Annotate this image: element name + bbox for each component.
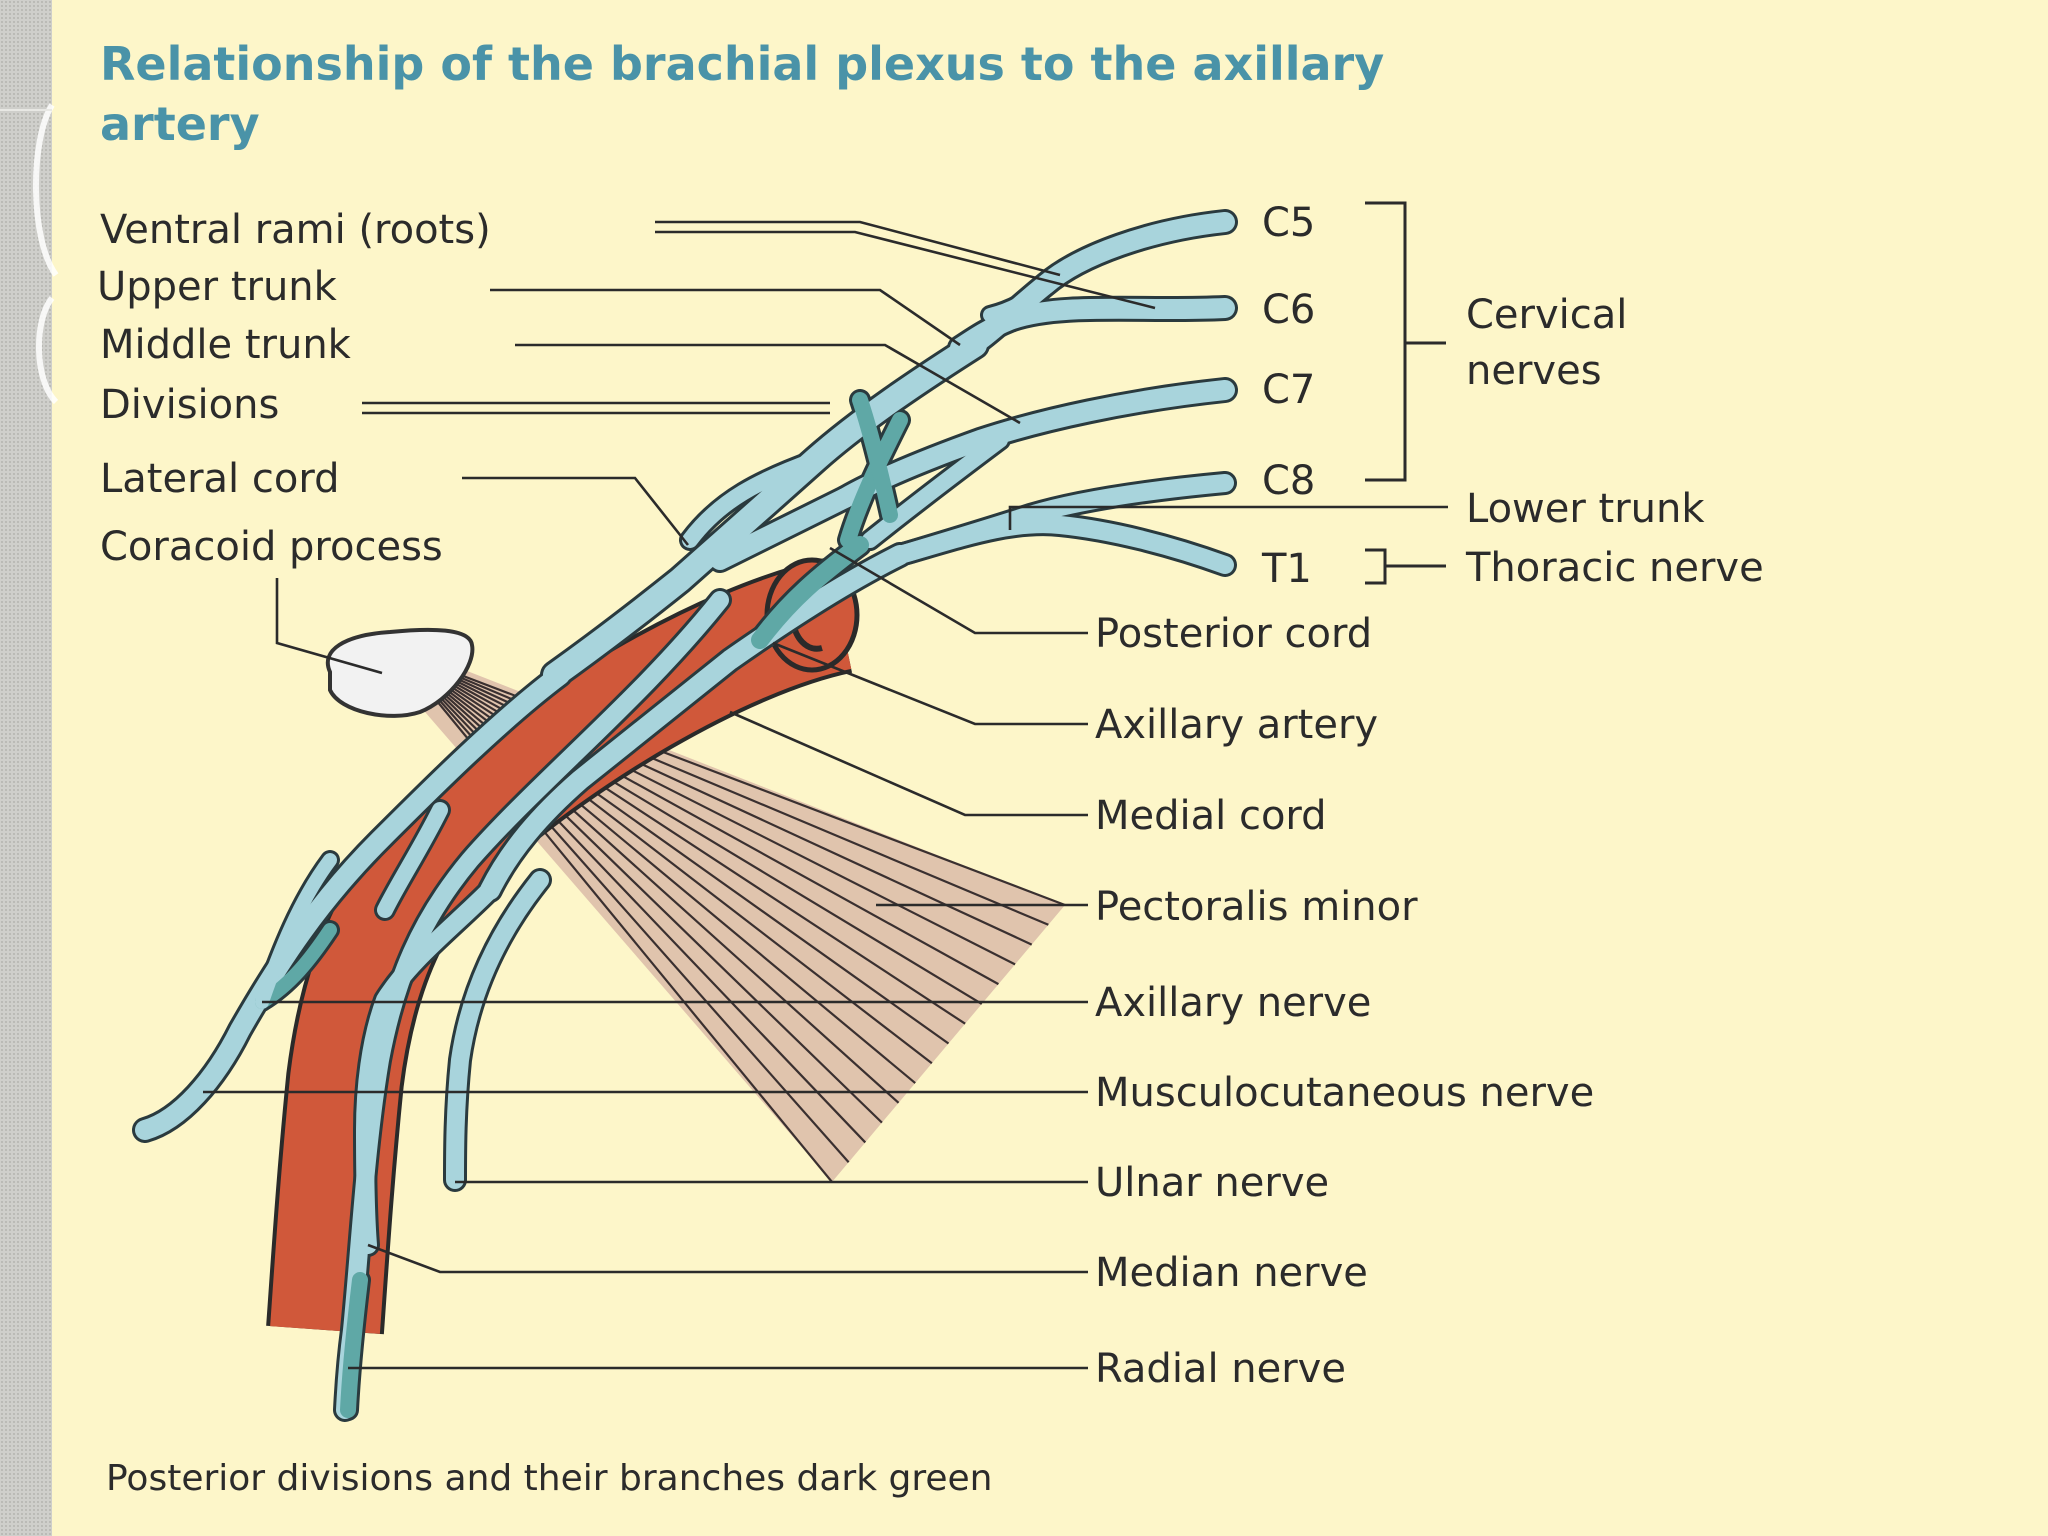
nerve-segment [891,515,1234,574]
cervical-bracket [1365,201,1446,482]
label-medial-cord: Medial cord [1095,793,1327,839]
nerve-segment [710,488,855,570]
nerve-fills [135,212,1235,1419]
brachial-plexus-diagram: Relationship of the brachial plexus to t… [97,37,1764,1499]
label-musculocutaneous-nerve: Musculocutaneous nerve [1095,1070,1594,1116]
nerve-segment [983,278,1052,322]
title-line-2: artery [100,97,260,151]
label-ventral-rami: Ventral rami (roots) [100,207,491,253]
muscle-fibre [394,649,1016,966]
label-upper-trunk: Upper trunk [97,264,338,310]
label-divisions: Divisions [100,382,279,428]
label-nerves: nerves [1466,348,1602,394]
nerve-segment [446,871,549,1189]
label-middle-trunk: Middle trunk [100,322,352,368]
label-ulnar-nerve: Ulnar nerve [1095,1160,1329,1206]
label-radial-nerve: Radial nerve [1095,1346,1346,1392]
label-t1: T1 [1261,546,1312,592]
nerve-segment [480,545,910,900]
decorative-rings [0,103,59,405]
nerve-segment [135,665,570,1140]
label-axillary-artery: Axillary artery [1095,702,1378,748]
nerve-segment [377,802,448,918]
label-lateral-cord: Lateral cord [100,456,339,502]
label-c6: C6 [1262,287,1315,333]
muscle-fibre [394,648,1066,907]
coracoid-process-bone [326,627,475,718]
label-c5: C5 [1262,200,1315,246]
muscle-fibre [394,649,999,986]
muscle-fibre [394,649,933,1065]
label-lower-trunk: Lower trunk [1466,486,1705,532]
label-c7: C7 [1262,367,1315,413]
label-posterior-cord: Posterior cord [1095,611,1372,657]
muscle-fibre [394,649,916,1084]
thoracic-bracket [1365,548,1446,585]
label-thoracic-nerve: Thoracic nerve [1465,545,1764,591]
muscle-fibre [394,649,1033,946]
leader-lines [203,220,1448,1370]
muscle-fibre [394,649,900,1104]
nerve-segment [862,432,1008,548]
label-pectoralis-minor: Pectoralis minor [1095,884,1418,930]
slide: Relationship of the brachial plexus to t… [52,0,2048,1536]
label-median-nerve: Median nerve [1095,1250,1368,1296]
caption: Posterior divisions and their branches d… [106,1458,992,1499]
nerve-segment [682,452,823,548]
label-axillary-nerve: Axillary nerve [1095,980,1371,1026]
posterior-nerve-segment [852,392,898,523]
muscle-fibre [394,649,983,1005]
posterior-nerve-segment [751,536,869,649]
label-cervical: Cervical [1466,292,1627,338]
posterior-nerve-segment [340,1272,368,1418]
nerve-segment [255,853,337,1009]
posterior-nerve-segment [840,412,908,548]
nerve-segment [543,333,987,687]
title-line-1: Relationship of the brachial plexus to t… [100,37,1384,91]
label-coracoid-process: Coracoid process [100,524,443,570]
muscle-fibre [394,648,1049,926]
muscle-fibre [394,649,950,1045]
muscle-fibre [394,649,966,1025]
label-c8: C8 [1262,458,1315,504]
